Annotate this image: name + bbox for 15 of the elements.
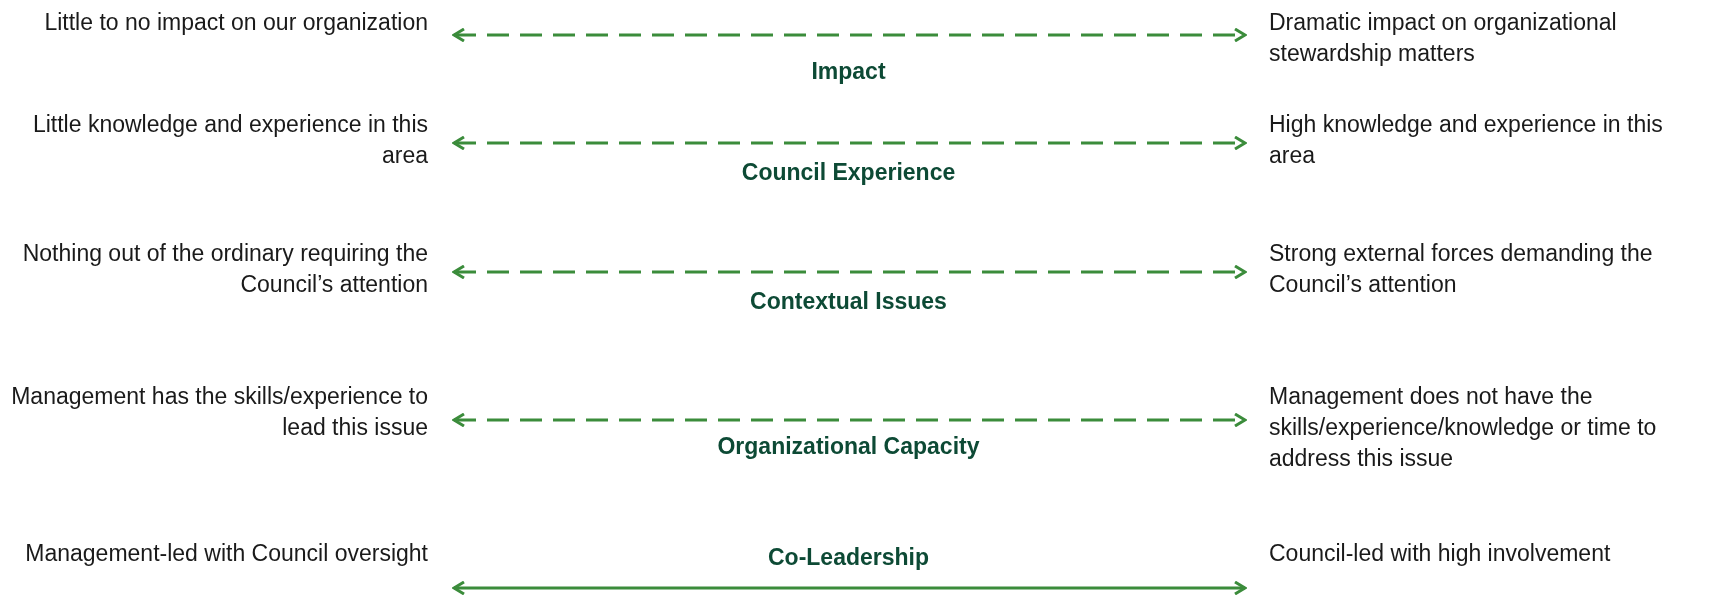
scale-end-text: Council-led with high involvement	[1269, 538, 1709, 569]
double-arrow	[452, 412, 1247, 428]
scale-end-text: Management-led with Council oversight	[8, 538, 428, 569]
scale-end-text: Dramatic impact on organizational stewardship matters	[1269, 7, 1709, 69]
scale-end-text: Strong external forces demanding the Council’s attention	[1269, 238, 1709, 300]
scale-end-text: Little to no impact on our organization	[8, 7, 428, 38]
scale-end-text: Management has the skills/experience to lead this issue	[8, 381, 428, 443]
double-arrow	[452, 27, 1247, 43]
double-arrow	[452, 580, 1247, 596]
scale-end-text: Management does not have the skills/experience/knowledge or time to address this issue	[1269, 381, 1709, 474]
scale-end-text: Little knowledge and experience in this area	[8, 109, 428, 171]
double-arrow	[452, 135, 1247, 151]
scale-end-text: Nothing out of the ordinary requiring the Council’s attention	[8, 238, 428, 300]
double-arrow	[452, 264, 1247, 280]
scale-end-text: High knowledge and experience in this area	[1269, 109, 1709, 171]
